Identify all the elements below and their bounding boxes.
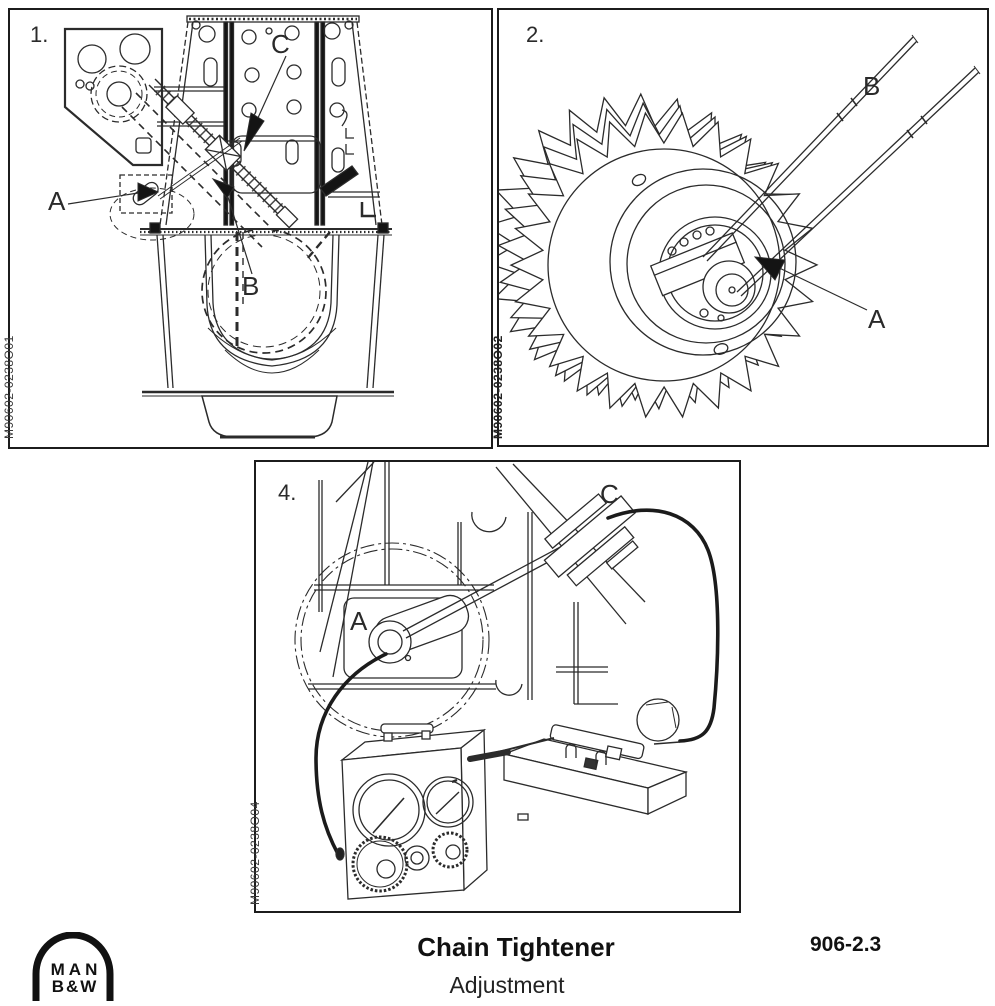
figure-1-panel: 1. M90602-0238O01 A B C [2,8,493,449]
gear-housing [63,27,164,167]
figure-1-label-b: B [242,271,260,301]
engine-frame-lower [140,222,394,439]
engine-structure [294,462,646,738]
hydraulic-hoses [314,508,720,856]
chain-tightener-assembly [109,78,299,248]
flange-assembly [543,493,639,587]
figure-1-drawing [63,15,394,439]
logo-text-man: MAN [50,960,102,979]
figure-1-number: 1. [30,22,49,47]
figure-4-drawing [294,462,720,900]
figure-2-callouts [753,256,868,311]
man-bw-logo: MAN B&W [14,931,134,1001]
figure-4-label-a: A [350,606,368,636]
figure-2-number: 2. [526,22,545,47]
section-number: 906-2.3 [810,933,882,956]
sprocket-wheel [499,92,819,419]
figure-4-label-c: C [600,479,619,509]
tightener-hub-and-rod [368,493,639,664]
figure-4-panel: 4. M90602-0238O04 A C [248,460,741,913]
figure-1-callouts [67,55,287,275]
figure-4-number: 4. [278,480,297,505]
man-bw-logo-arch-icon [32,931,114,1001]
gauge-box [335,723,488,900]
figure-1-id: M90602-0238O01 [2,335,16,439]
figure-4-id: M90602-0238O04 [248,801,262,905]
logo-text-bw: B&W [51,977,99,996]
tommy-bars [702,34,981,297]
figure-2-label-a: A [868,304,886,334]
chain-casing-frame [154,15,383,226]
figure-2-label-b: B [863,71,881,101]
figure-1-label-c: C [271,29,290,59]
hand-pump [467,698,689,821]
page-title: Chain Tightener [417,932,615,962]
figure-2-panel: 2. M90602-0238O02 B A [491,8,989,447]
page-subtitle: Adjustment [449,972,565,998]
figure-2-drawing [499,34,981,419]
figure-2-id: M90602-0238O02 [491,335,505,439]
figure-1-label-a: A [48,186,66,216]
